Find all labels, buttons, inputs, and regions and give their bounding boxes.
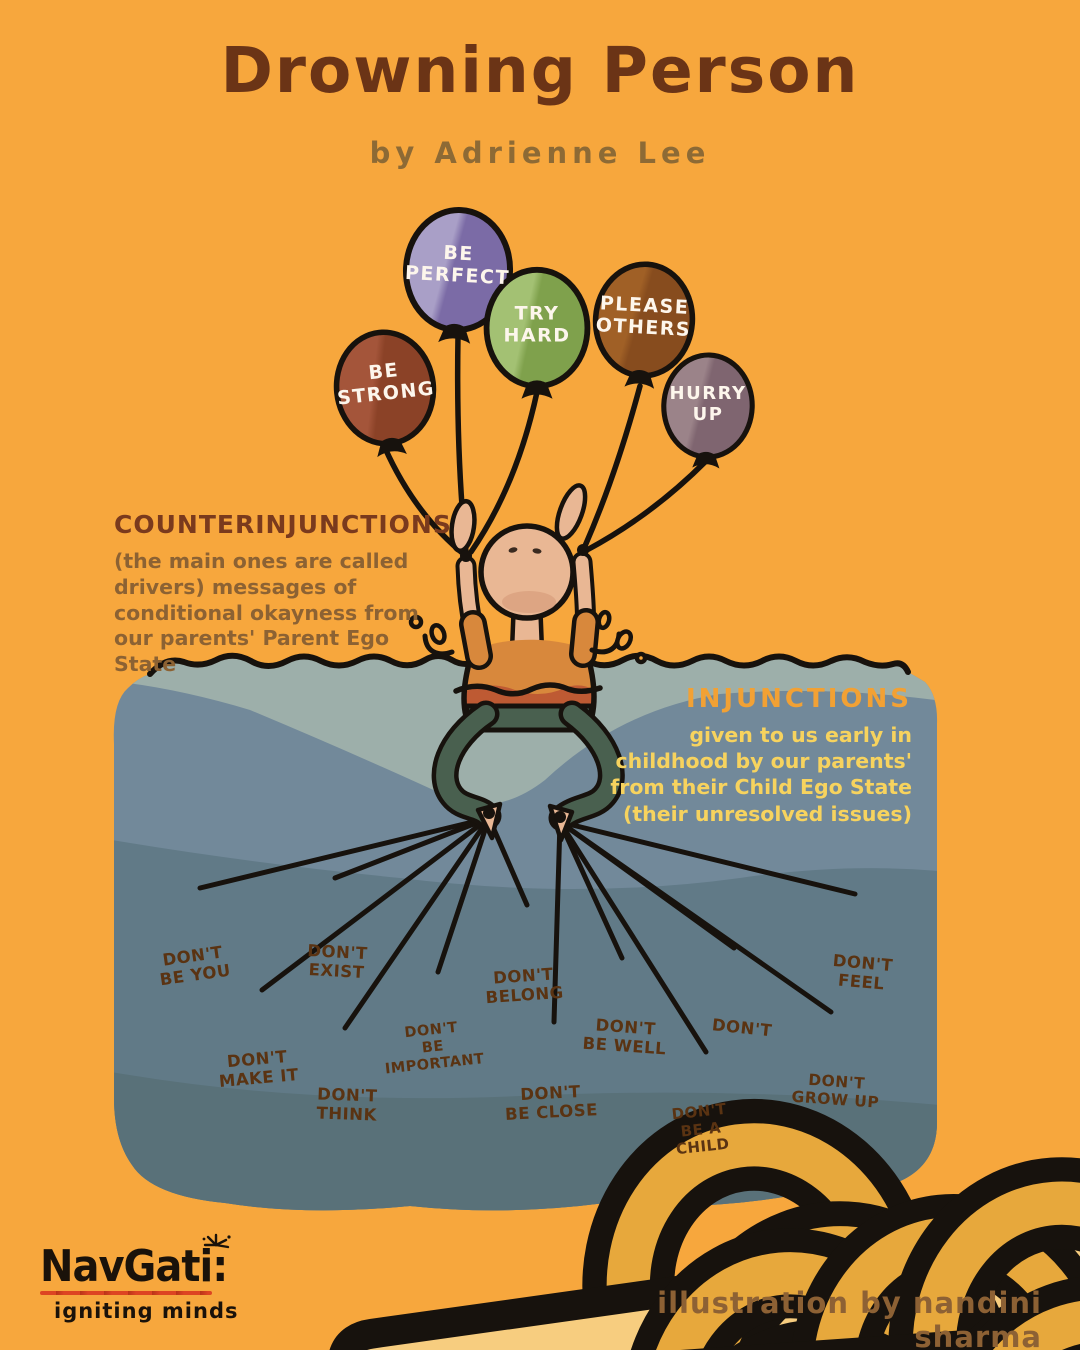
navgati-tagline: igniting minds	[54, 1299, 239, 1323]
logo-splat-icon	[202, 1233, 231, 1249]
balloon-try-hard	[483, 266, 591, 399]
injunctions-block: INJUNCTIONS given to us early in childho…	[582, 684, 912, 827]
ankle-tie-left	[483, 807, 495, 819]
logo-underline	[40, 1291, 212, 1295]
balloon-be-perfect	[402, 207, 514, 344]
byline: by Adrienne Lee	[369, 136, 711, 170]
weight-label-dont-make-it: DON'T MAKE IT	[218, 1046, 300, 1092]
page-title: Drowning Person	[220, 34, 860, 107]
navgati-logo: NavGati: igniting minds	[40, 1233, 240, 1323]
weight-label-dont-grow-up: DON'T GROW UP	[790, 1070, 880, 1113]
weight-label-dont-be-well: DON'T BE WELL	[581, 1015, 667, 1059]
weight-label-dont-be-a-child: DON'T BE A CHILD	[670, 1099, 731, 1159]
balloon-hurry-up	[661, 352, 755, 469]
counterinjunctions-heading: COUNTERINJUNCTIONS	[114, 510, 452, 539]
injunction-strings	[197, 815, 858, 1055]
drowning-person	[431, 483, 625, 843]
wrist-tie-right	[577, 544, 589, 556]
weight-label-dont-exist: DON'T EXIST	[306, 940, 369, 983]
balloon-label-be-perfect: BE PERFECT	[404, 241, 511, 290]
counterinjunction-balloons	[333, 207, 755, 469]
eye-left	[508, 547, 518, 553]
wrist-tie-left	[460, 550, 472, 562]
hand-right	[554, 483, 588, 541]
weight-label-dont-feel: DON'T FEEL	[831, 950, 894, 994]
weight-label-dont-be-important: DON'T BE IMPORTANT	[384, 1019, 486, 1078]
injunctions-heading: INJUNCTIONS	[685, 684, 912, 714]
weight-label-dont-be-close: DON'T BE CLOSE	[504, 1081, 599, 1125]
splash-droplets	[408, 609, 648, 665]
illustration-credit: illustration by nandini sharma	[657, 1286, 1042, 1350]
weight-label-dont-think: DON'T THINK	[316, 1084, 378, 1126]
navgati-wordmark: NavGati:	[40, 1242, 228, 1292]
injunctions-body: given to us early in childhood by our pa…	[610, 723, 912, 826]
balloon-label-try-hard: TRY HARD	[503, 302, 571, 347]
weight-label-dont-belong: DON'T BELONG	[485, 964, 565, 1008]
ankle-tie-right	[554, 811, 566, 823]
counterinjunctions-block: COUNTERINJUNCTIONS (the main ones are ca…	[114, 510, 454, 678]
counterinjunctions-body: (the main ones are called drivers) messa…	[114, 549, 419, 677]
balloon-please-others	[592, 261, 696, 389]
eye-right	[532, 548, 542, 554]
hand-left	[449, 498, 477, 554]
balloon-be-strong	[333, 329, 437, 458]
balloon-label-hurry-up: HURRY UP	[669, 382, 747, 425]
balloon-label-please-others: PLEASE OTHERS	[595, 292, 692, 342]
